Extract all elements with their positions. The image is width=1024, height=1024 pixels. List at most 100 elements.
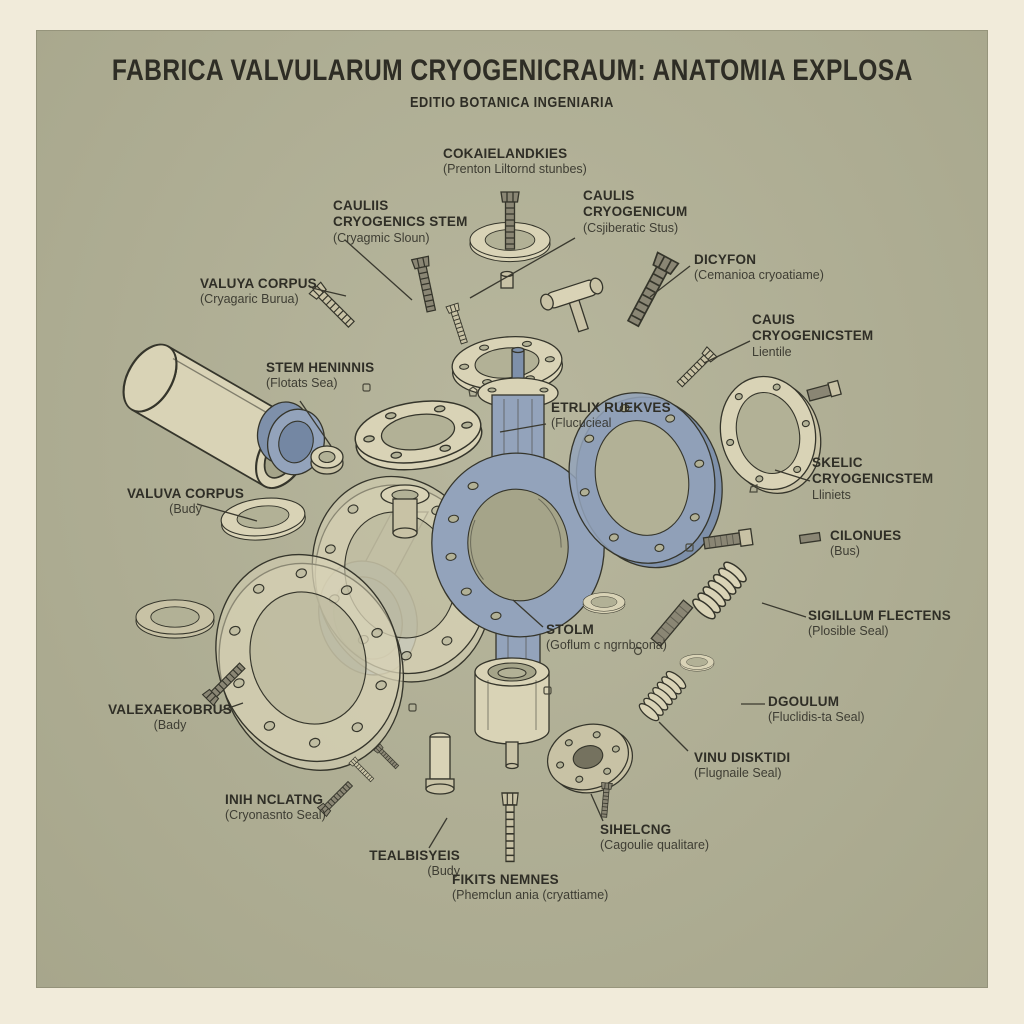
label-cauliis-cryogenics-stem: CAULIIS CRYOGENICS STEM (Cryagmic Sloun) <box>333 198 473 246</box>
part-label-name: STEM HENINNIS <box>266 360 375 375</box>
spring-part <box>636 668 689 724</box>
part-label-name: STOLM <box>546 622 594 637</box>
part-label-name: CAULIS CRYOGENICUM <box>583 188 688 220</box>
part-label-detail: (Cemanioa cryoatiame) <box>694 268 824 283</box>
label-cokaielandkies: COKAIELANDKIES (Prenton Liltornd stunbes… <box>443 146 633 178</box>
small-cylinder-part <box>425 732 455 795</box>
part-label-name: INIH NCLATNG <box>225 792 324 807</box>
part-label-name: COKAIELANDKIES <box>443 146 568 161</box>
spring-part <box>689 558 750 623</box>
label-etrlix-ruekves: ETRLIX RUEKVES (Flucucieal <box>551 400 711 432</box>
label-caulis-cryogenicum: CAULIS CRYOGENICUM (Csjiberatic Stus) <box>583 188 713 236</box>
part-label-detail: (Bady <box>153 718 187 733</box>
leader-line <box>219 702 244 712</box>
label-inih-nclatng: INIH NCLATNG (Cryonasnto Seal) <box>225 792 395 824</box>
blue-sleeve-part <box>256 401 325 476</box>
label-stolm: STOLM (Goflum c ngrnbcona) <box>546 622 726 654</box>
label-stem-heninnis: STEM HENINNIS (Flotats Sea) <box>266 360 426 392</box>
leader-line <box>774 469 811 482</box>
long-bolt-part <box>622 251 680 330</box>
part-label-detail: Lientile <box>752 344 792 359</box>
stud-icon <box>798 531 822 545</box>
part-label-name: ETRLIX RUEKVES <box>551 400 671 415</box>
t-handle-part <box>540 277 604 333</box>
small-washer-part <box>679 654 715 672</box>
label-valuya-corpus: VALUYA CORPUS (Cryagaric Burua) <box>200 276 370 308</box>
page-title-text: FABRICA VALVULARUM CRYOGENICRAUM: ANATOM… <box>111 54 913 87</box>
leader-line <box>649 265 691 298</box>
part-label-name: VALUYA CORPUS <box>200 276 317 291</box>
leader-line <box>299 400 332 447</box>
label-tealbisyeis: TEALBISYEIS (Budy <box>340 848 460 880</box>
leader-line <box>703 340 751 364</box>
bolt-part <box>674 346 718 390</box>
part-label-detail: (Phemclun ania (cryattiame) <box>452 888 609 903</box>
bottom-flange-part <box>546 723 634 794</box>
leader-line <box>428 817 448 849</box>
leader-line <box>469 237 576 299</box>
debris-mark <box>468 386 478 397</box>
part-label-detail: (Cryonasnto Seal) <box>225 808 326 823</box>
part-label-name: TEALBISYEIS <box>369 848 460 863</box>
debris-mark <box>685 543 694 552</box>
part-label-name: FIKITS NEMNES <box>452 872 559 887</box>
threaded-pin-part <box>702 528 754 550</box>
bolt-part <box>445 302 471 346</box>
part-label-detail: (Bus) <box>830 544 860 559</box>
part-label-detail: (Cryagaric Burua) <box>200 292 299 307</box>
label-dicyfon: DICYFON (Cemanioa cryoatiame) <box>694 252 874 284</box>
leader-line <box>311 287 347 297</box>
part-label-detail: (Cagoulie qualitare) <box>600 838 710 853</box>
bolt-part <box>411 255 441 314</box>
part-label-name: CAUIS CRYOGENICSTEM <box>752 312 874 344</box>
page-subtitle: EDITIO BOTANICA INGENIARIA <box>0 94 1024 112</box>
label-cauis-cryogenicstem: CAUIS CRYOGENICSTEM Lientile <box>752 312 877 360</box>
leader-line <box>658 721 689 752</box>
part-label-detail: (Flugnaile Seal) <box>694 766 782 781</box>
label-cilonues: CILONUES (Bus) <box>830 528 930 560</box>
leader-line <box>761 602 807 618</box>
cup-bushing-part <box>474 657 550 770</box>
gear-flange-part <box>350 392 487 478</box>
leader-line <box>196 503 258 522</box>
part-label-detail: (Flucucieal <box>551 416 612 431</box>
debris-mark <box>408 703 417 712</box>
part-label-detail: (Goflum c ngrnbcona) <box>546 638 667 653</box>
page-title: FABRICA VALVULARUM CRYOGENICRAUM: ANATOM… <box>0 54 1024 88</box>
part-label-detail: (Flotats Sea) <box>266 376 338 391</box>
label-skelic-cryogenicstem: SKELIC CRYOGENICSTEM Lliniets <box>812 455 942 503</box>
part-label-name: VALUVA CORPUS <box>126 486 245 501</box>
leader-line <box>499 423 547 433</box>
part-label-name: CILONUES <box>830 528 902 543</box>
debris-mark <box>633 646 643 656</box>
threaded-rod-part <box>650 599 694 648</box>
part-label-detail: (Fluclidis-ta Seal) <box>768 710 865 725</box>
leader-line <box>512 599 544 628</box>
retainer-ring-part <box>719 375 822 494</box>
seat-ring-part <box>135 599 215 639</box>
debris-mark <box>362 383 371 392</box>
label-dgoulum: DGOULUM (Fluclidis-ta Seal) <box>768 694 938 726</box>
part-label-detail: (Csjiberatic Stus) <box>583 220 679 235</box>
label-vinu-disktidi: VINU DISKTIDI (Flugnaile Seal) <box>694 750 854 782</box>
gland-stack-part <box>380 484 430 539</box>
part-label-detail: (Cryagmic Sloun) <box>333 230 430 245</box>
debris-mark <box>749 484 758 493</box>
leader-line <box>590 793 604 822</box>
label-fikits-nemnes: FIKITS NEMNES (Phemclun ania (cryattiame… <box>452 872 702 904</box>
part-label-detail: (Prenton Liltornd stunbes) <box>443 162 587 177</box>
long-bolt-part <box>501 792 519 863</box>
knurled-nut-part <box>310 445 344 475</box>
label-sihelcng: SIHELCNG (Cagoulie qualitare) <box>600 822 780 854</box>
debris-mark <box>543 686 552 695</box>
part-label-name: VINU DISKTIDI <box>694 750 791 765</box>
part-label-name: DICYFON <box>694 252 757 267</box>
part-label-name: SIHELCNG <box>600 822 672 837</box>
part-label-name: VALEXAEKOBRUS <box>108 702 232 717</box>
stud-part <box>806 379 842 402</box>
label-valexaekobrus: VALEXAEKOBRUS (Bady <box>95 702 245 734</box>
bolt-part <box>373 743 401 771</box>
part-label-detail: (Plosible Seal) <box>808 624 889 639</box>
